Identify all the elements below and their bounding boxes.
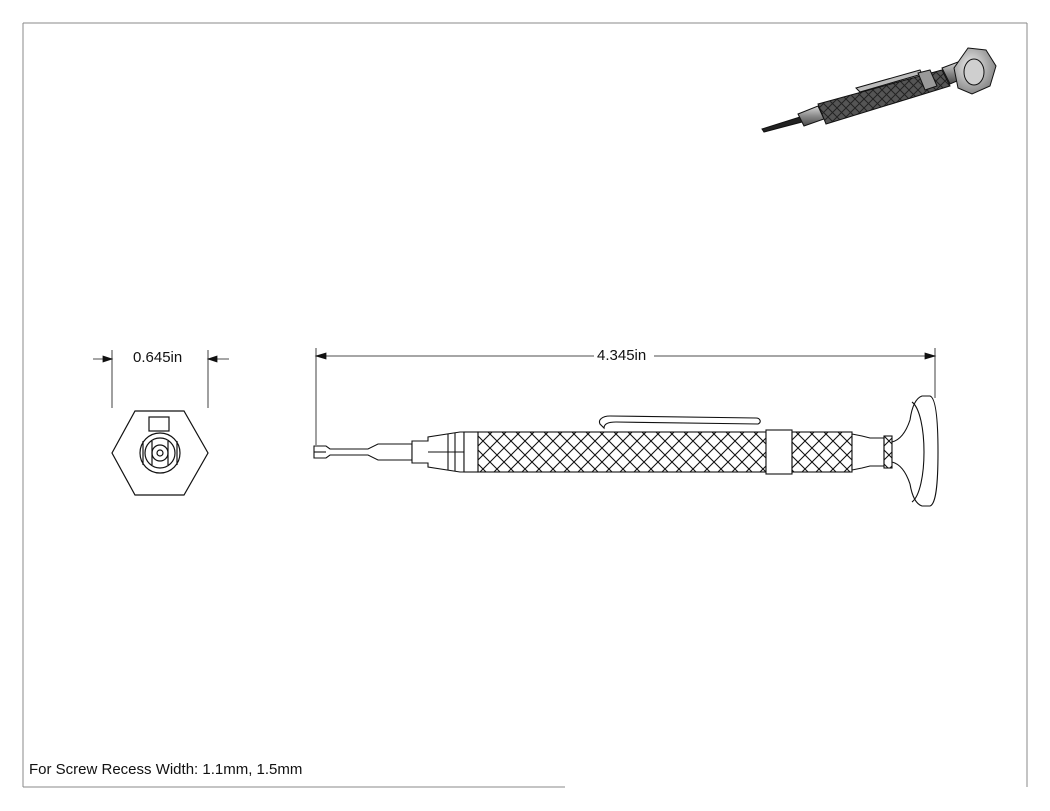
- isometric-thumbnail: [761, 47, 997, 133]
- sheet-border: [22, 22, 1028, 788]
- blade-tip: [313, 443, 413, 461]
- width-dimension-label: 0.645in: [130, 350, 186, 366]
- end-view: [111, 410, 209, 496]
- width-dimension-lines: [93, 350, 229, 408]
- length-dimension-label: 4.345in: [594, 348, 650, 364]
- swivel-cap: [891, 395, 939, 507]
- drawing-note: For Screw Recess Width: 1.1mm, 1.5mm: [29, 761, 303, 778]
- screwdriver-side-view: [313, 395, 939, 507]
- ferrule-ring: [463, 431, 479, 473]
- pocket-clip: [598, 415, 761, 430]
- neck: [851, 433, 885, 471]
- knurled-body: [477, 431, 767, 473]
- clip-band: [765, 429, 793, 475]
- knurled-body-rear: [791, 431, 853, 473]
- length-dimension-lines: [314, 348, 937, 445]
- hexagon-outline: [111, 410, 209, 496]
